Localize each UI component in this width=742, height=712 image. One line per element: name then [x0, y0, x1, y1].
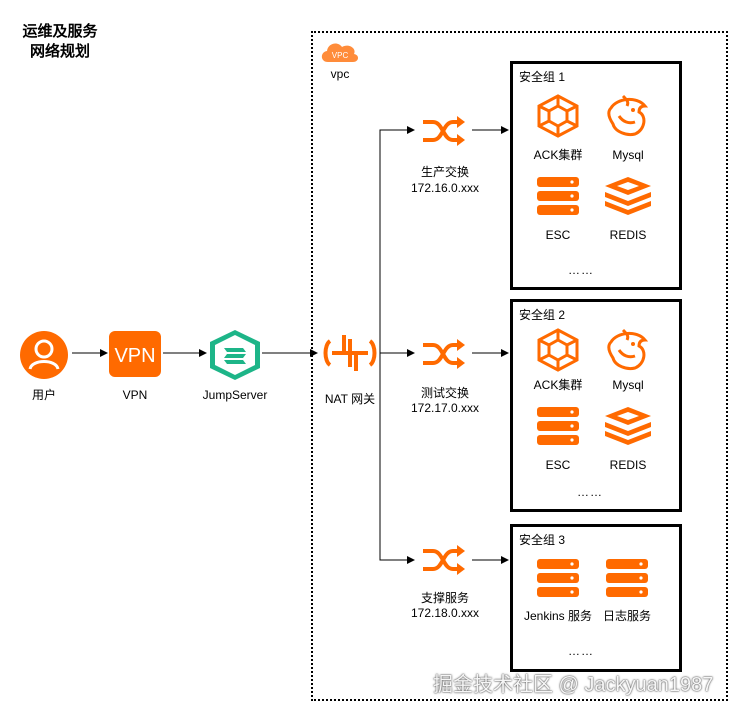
vpc-cloud-icon: VPC [321, 43, 359, 62]
vpn-icon-text: VPN [114, 345, 155, 367]
ecs-server-icon [537, 177, 579, 215]
jenkins-server-icon [537, 559, 579, 597]
user-label: 用户 [31, 388, 56, 402]
switch-1-name: 生产交换 [420, 165, 469, 179]
ack-cluster-icon [537, 328, 579, 372]
group-2-item-3-label: ESC [545, 458, 571, 472]
switch-3-name: 支撑服务 [420, 591, 469, 605]
title-line-1: 运维及服务 [22, 23, 98, 40]
group-1-item-1-label: ACK集群 [533, 148, 583, 162]
vpc-cloud-text: VPC [332, 51, 349, 60]
group-2-more: …… [577, 485, 603, 499]
switch-icon-1 [423, 116, 465, 146]
group-2-item-1-label: ACK集群 [533, 378, 583, 392]
ecs-server-icon [537, 407, 579, 445]
group-1-item-4-label: REDIS [609, 228, 647, 242]
jumpserver-label: JumpServer [202, 388, 268, 402]
vpn-label: VPN [122, 388, 148, 402]
jumpserver-icon [210, 330, 260, 380]
diagram-title: 运维及服务 网络规划 [10, 22, 110, 62]
group-3-item-2-label: 日志服务 [602, 609, 651, 623]
group-3-item-1-label: Jenkins 服务 [523, 609, 593, 623]
switch-1-cidr: 172.16.0.xxx [410, 181, 480, 195]
ack-cluster-icon [537, 94, 579, 138]
security-group-3: 安全组 3 Jenkins 服务 日志服务 …… [510, 524, 682, 672]
title-line-2: 网络规划 [29, 43, 90, 60]
arrow-nat-switch1 [379, 126, 415, 353]
group-2-item-2-label: Mysql [612, 378, 644, 392]
group-1-item-2-label: Mysql [612, 148, 644, 162]
redis-stack-icon [605, 407, 651, 445]
vpc-boundary [311, 31, 728, 701]
switch-2-cidr: 172.17.0.xxx [410, 401, 480, 415]
switch-icon-3 [423, 545, 465, 575]
security-group-3-title: 安全组 3 [519, 533, 566, 547]
arrow-nat-switch3 [379, 353, 415, 564]
nat-gateway-icon [323, 335, 377, 371]
switch-3-cidr: 172.18.0.xxx [410, 606, 480, 620]
user-icon [20, 331, 68, 379]
nat-gateway-label: NAT 网关 [324, 392, 376, 406]
group-3-more: …… [568, 644, 594, 658]
security-group-2-title: 安全组 2 [519, 308, 566, 322]
security-group-2: 安全组 2 ACK集群 Mysql ESC REDIS …… [510, 299, 682, 512]
security-group-1-title: 安全组 1 [519, 70, 566, 84]
vpc-label: vpc [330, 67, 350, 81]
switch-2-name: 测试交换 [420, 386, 469, 400]
mysql-dolphin-icon [607, 328, 649, 370]
mysql-dolphin-icon [607, 94, 649, 136]
security-group-1: 安全组 1 ACK集群 Mysql ESC REDIS …… [510, 61, 682, 290]
vpn-icon: VPN [109, 331, 161, 377]
redis-stack-icon [605, 177, 651, 215]
group-1-more: …… [568, 263, 594, 277]
group-1-item-3-label: ESC [545, 228, 571, 242]
watermark: 掘金技术社区 @ Jackyuan1987 [433, 674, 714, 696]
switch-icon-2 [423, 339, 465, 369]
group-2-item-4-label: REDIS [609, 458, 647, 472]
log-server-icon [606, 559, 648, 597]
